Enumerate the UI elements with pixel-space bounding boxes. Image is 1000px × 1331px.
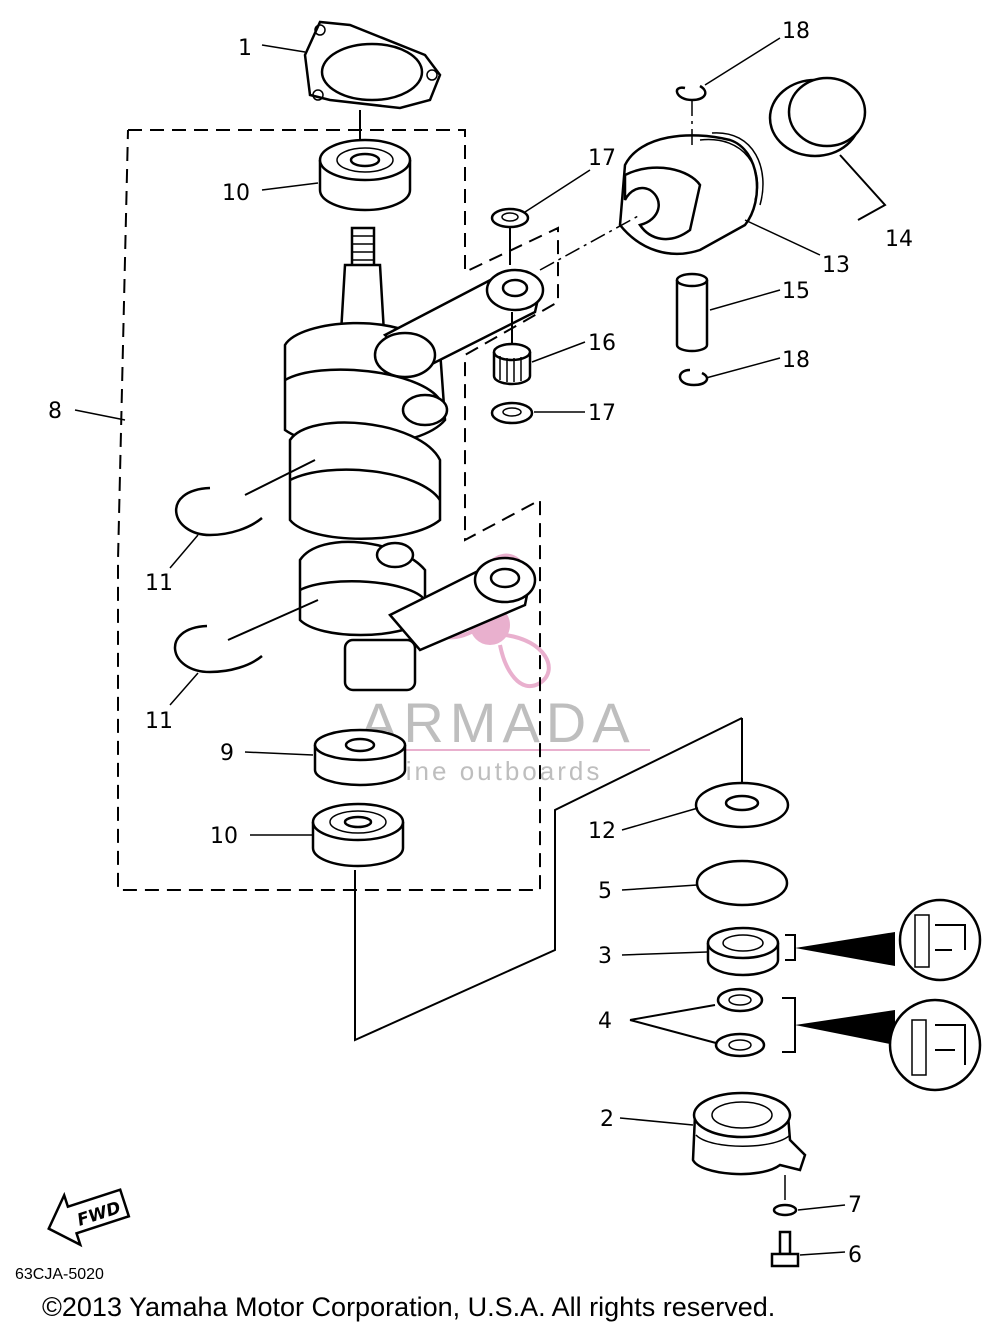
callout-11-upper: 11 (145, 571, 173, 596)
callout-10-upper: 10 (222, 181, 250, 206)
callout-4: 4 (598, 1009, 612, 1034)
part-17-upper-washer (490, 207, 530, 265)
callout-3: 3 (598, 944, 612, 969)
callout-8: 8 (48, 399, 62, 424)
part-1-gasket (303, 20, 442, 150)
part-18-upper-clip (675, 84, 707, 150)
callout-10-lower: 10 (210, 824, 238, 849)
copyright-notice: ©2013 Yamaha Motor Corporation, U.S.A. A… (42, 1292, 775, 1322)
callout-2: 2 (600, 1107, 614, 1132)
part-15-piston-pin (675, 272, 709, 353)
part-11-lower-circlip (173, 599, 319, 674)
crankshaft-assembly-boundary (117, 129, 559, 891)
callout-6: 6 (848, 1243, 862, 1268)
callout-5: 5 (598, 879, 612, 904)
part-7-washer (772, 1203, 798, 1217)
lower-connecting-rod (388, 556, 537, 652)
upper-connecting-rod (373, 268, 545, 379)
callout-13: 13 (822, 253, 850, 278)
part-11-upper-circlip (175, 459, 316, 537)
part-10-lower-bearing (311, 717, 743, 1042)
callout-17-upper: 17 (588, 146, 616, 171)
callout-1: 1 (238, 36, 252, 61)
part-5-o-ring (695, 859, 789, 907)
part-6-bolt (770, 1230, 800, 1268)
callout-17-lower: 17 (588, 401, 616, 426)
callouts: 1 10 8 11 11 9 10 18 17 14 13 15 16 18 1… (48, 19, 913, 1268)
leader-lines (74, 37, 846, 1256)
part-4-oil-seals (629, 987, 982, 1092)
part-12-washer (694, 781, 790, 829)
part-3-oil-seal (706, 898, 982, 982)
callout-14: 14 (885, 227, 913, 252)
part-13-piston (539, 132, 764, 271)
callout-9: 9 (220, 741, 234, 766)
callout-18-lower: 18 (782, 348, 810, 373)
part-18-lower-clip (678, 368, 709, 387)
callout-15: 15 (782, 279, 810, 304)
callout-16: 16 (588, 331, 616, 356)
callout-7: 7 (848, 1193, 862, 1218)
part-9-washer (313, 728, 407, 787)
part-16-needle-bearing (492, 312, 532, 386)
callout-11-lower: 11 (145, 709, 173, 734)
part-17-lower-washer (490, 401, 534, 425)
part-14-piston-rings (768, 76, 887, 221)
callout-18-upper: 18 (782, 19, 810, 44)
diagram-code: 63CJA-5020 (15, 1266, 104, 1283)
callout-12: 12 (588, 819, 616, 844)
part-10-upper-bearing (318, 138, 412, 212)
part-2-housing (691, 1091, 807, 1200)
fwd-arrow-icon: FWD (47, 1188, 131, 1248)
